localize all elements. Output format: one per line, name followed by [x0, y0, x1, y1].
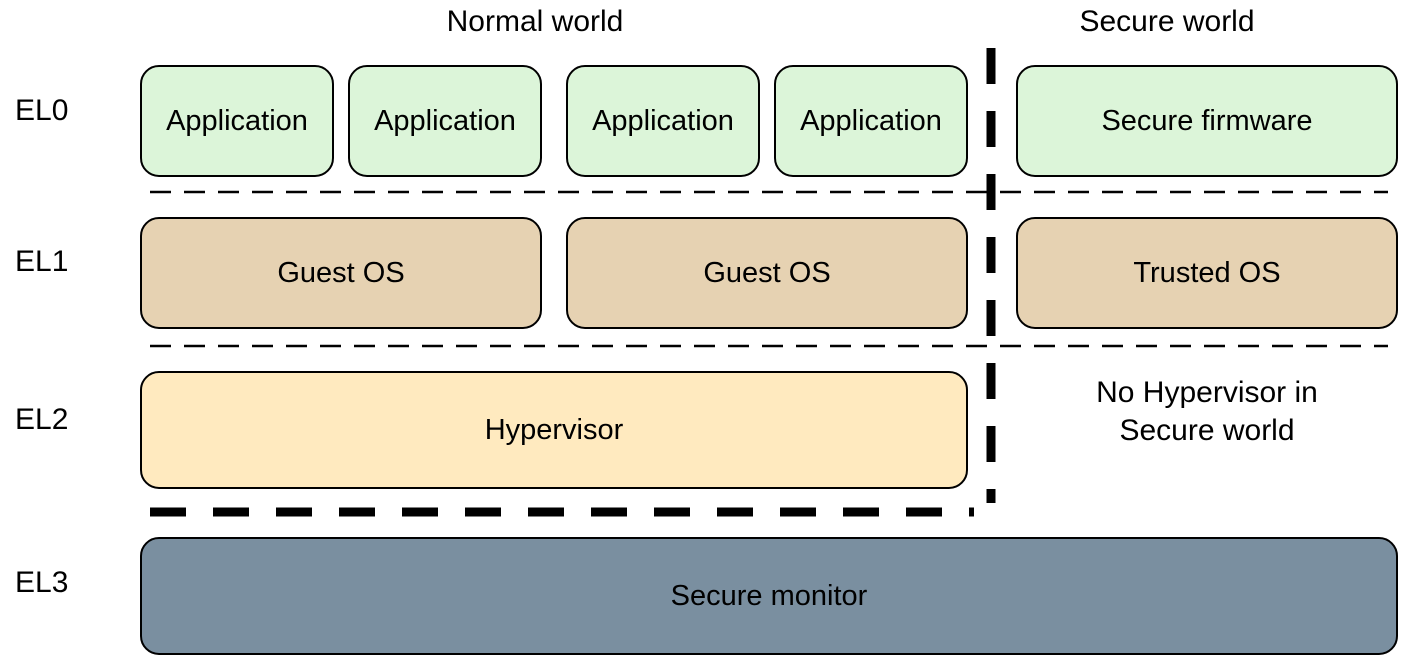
trusted-os-label: Trusted OS [1133, 256, 1281, 289]
el3-label: EL3 [15, 566, 69, 599]
secure-firmware-label: Secure firmware [1101, 104, 1313, 137]
el1-label: EL1 [15, 245, 69, 278]
secure-firmware-box: Secure firmware [1016, 65, 1398, 177]
hypervisor-label: Hypervisor [484, 413, 624, 446]
application-box-1: Application [140, 65, 334, 177]
application-box-label: Application [374, 104, 516, 137]
secure-monitor-label: Secure monitor [670, 579, 868, 612]
application-box-label: Application [592, 104, 734, 137]
normal-world-title: Normal world [446, 5, 624, 38]
guest-os-label: Guest OS [277, 256, 405, 289]
application-box-label: Application [800, 104, 942, 137]
hypervisor-box: Hypervisor [140, 371, 968, 489]
guest-os-box-1: Guest OS [140, 217, 542, 329]
el2-label: EL2 [15, 403, 69, 436]
no-hypervisor-note-line-1: No Hypervisor in [1096, 376, 1318, 409]
secure-monitor-box: Secure monitor [140, 537, 1398, 655]
application-box-3: Application [566, 65, 760, 177]
application-box-label: Application [166, 104, 308, 137]
guest-os-label: Guest OS [703, 256, 831, 289]
trusted-os-box: Trusted OS [1016, 217, 1398, 329]
application-box-2: Application [348, 65, 542, 177]
secure-world-title: Secure world [1079, 5, 1255, 38]
application-box-4: Application [774, 65, 968, 177]
guest-os-box-2: Guest OS [566, 217, 968, 329]
no-hypervisor-note: No Hypervisor in Secure world [1007, 374, 1407, 450]
no-hypervisor-note-line-2: Secure world [1119, 414, 1295, 447]
el0-label: EL0 [15, 94, 69, 127]
